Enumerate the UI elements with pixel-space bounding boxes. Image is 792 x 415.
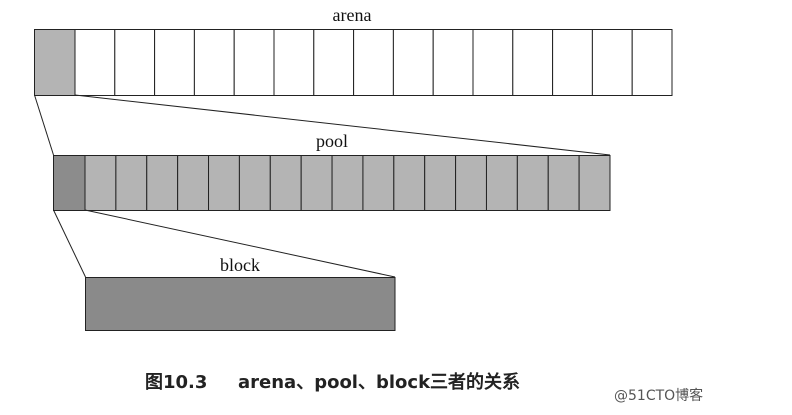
pool-cell <box>393 155 426 211</box>
pool-cell <box>424 155 457 211</box>
pool-cell <box>578 155 611 211</box>
arena-cell <box>313 29 355 96</box>
pool-label: pool <box>316 131 348 151</box>
pool-cell <box>547 155 580 211</box>
pool-cell <box>238 155 271 211</box>
watermark: @51CTO博客 <box>614 387 703 404</box>
arena-cell <box>273 29 315 96</box>
arena-cell <box>114 29 156 96</box>
arena-to-pool-right-connector <box>74 94 611 156</box>
block-rect <box>85 277 396 331</box>
arena-cell <box>154 29 195 96</box>
arena-label: arena <box>333 5 372 25</box>
arena-cell <box>472 29 514 96</box>
pool-cell <box>84 155 117 211</box>
pool-cell <box>115 155 148 211</box>
arena-cell <box>512 29 554 96</box>
arena-cell <box>193 29 235 96</box>
pool-row <box>53 155 611 211</box>
pool-cell <box>300 155 333 211</box>
arena-cell <box>74 29 116 96</box>
block-label: block <box>220 255 260 275</box>
figure-title: arena、pool、block三者的关系 <box>238 371 520 393</box>
arena-cell <box>432 29 474 96</box>
pool-to-block-right-connector <box>84 209 396 278</box>
pool-cell <box>331 155 364 211</box>
arena-row <box>34 29 673 96</box>
arena-cell <box>392 29 434 96</box>
arena-cell <box>552 29 593 96</box>
arena-cell <box>233 29 275 96</box>
arena-cell <box>353 29 394 96</box>
pool-cell <box>146 155 179 211</box>
pool-cell <box>177 155 210 211</box>
arena-cell <box>591 29 633 96</box>
pool-cell <box>485 155 518 211</box>
arena-to-pool-left-connector <box>34 94 54 156</box>
figure-number: 图10.3 <box>145 372 207 393</box>
pool-cell <box>455 155 487 211</box>
pool-to-block-left-connector <box>53 209 86 278</box>
pool-cell <box>208 155 240 211</box>
pool-cell <box>362 155 395 211</box>
arena-cell <box>631 29 673 96</box>
arena-pool-cell <box>34 29 76 96</box>
pool-cell <box>516 155 549 211</box>
pool-block-cell <box>53 155 86 211</box>
pool-cell <box>269 155 302 211</box>
